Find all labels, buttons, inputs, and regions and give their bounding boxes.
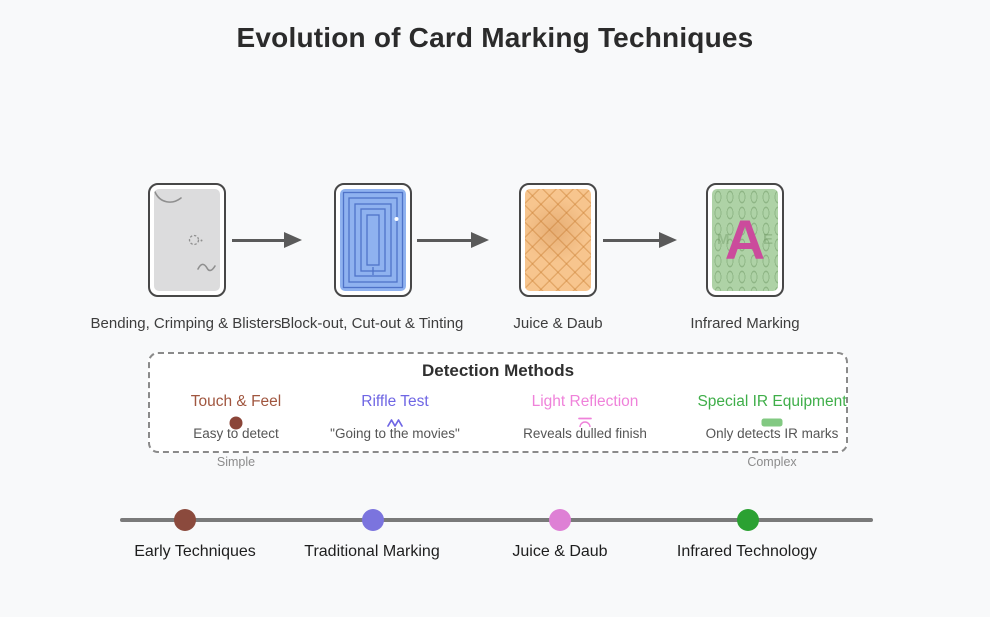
- method-description: "Going to the movies": [330, 426, 460, 441]
- card-face-orange: [525, 189, 591, 291]
- method-description: Reveals dulled finish: [523, 426, 647, 441]
- card-face-blue: [340, 189, 406, 291]
- method-name: Touch & Feel: [190, 393, 282, 410]
- page-title: Evolution of Card Marking Techniques: [236, 22, 754, 53]
- arrow-head: [284, 232, 302, 248]
- arrow-right-icon: [417, 232, 489, 248]
- arrow-shaft: [603, 238, 659, 242]
- method-light-reflection: Light Reflection Reveals dulled finish: [495, 393, 675, 442]
- dot-icon: [146, 416, 326, 429]
- arrow-head: [659, 232, 677, 248]
- timeline-label-traditional: Traditional Marking: [304, 543, 440, 560]
- arrow-right-icon: [603, 232, 677, 248]
- wear-marks-icon: [154, 191, 216, 272]
- ir-chip-icon: [682, 416, 862, 429]
- timeline-dot-juice: [549, 509, 571, 531]
- arrow-head: [471, 232, 489, 248]
- ir-watermark-left: M: [717, 230, 730, 248]
- card-face-gray: [154, 189, 220, 291]
- card-back-pattern-icon: [342, 191, 404, 289]
- method-ir-equipment: Special IR Equipment Only detects IR mar…: [682, 393, 862, 442]
- technique-label-blockout: Block-out, Cut-out & Tinting: [280, 315, 464, 332]
- arrow-shaft: [417, 238, 471, 242]
- detection-methods-title: Detection Methods: [421, 361, 575, 380]
- timeline-dot-traditional: [362, 509, 384, 531]
- timeline-label-infrared: Infrared Technology: [676, 543, 818, 560]
- card-face-green: M E A: [712, 189, 778, 291]
- timeline-dot-infrared: [737, 509, 759, 531]
- technique-label-infrared: Infrared Marking: [690, 315, 800, 332]
- method-description: Only detects IR marks: [705, 426, 839, 441]
- technique-label-juice: Juice & Daub: [513, 315, 603, 332]
- method-name: Light Reflection: [531, 393, 639, 410]
- ir-watermark-right: E: [762, 230, 773, 248]
- method-riffle-test: Riffle Test "Going to the movies": [305, 393, 485, 442]
- zigzag-icon: [305, 416, 485, 429]
- method-description: Easy to detect: [193, 426, 279, 441]
- method-name: Riffle Test: [361, 393, 429, 410]
- timeline-label-juice: Juice & Daub: [512, 543, 608, 560]
- scale-simple-label: Simple: [216, 455, 256, 469]
- arrow-right-icon: [232, 232, 302, 248]
- timeline-label-early: Early Techniques: [134, 543, 256, 560]
- method-touch-feel: Touch & Feel Easy to detect: [146, 393, 326, 442]
- detection-methods-box: [148, 352, 848, 453]
- timeline-dot-early: [174, 509, 196, 531]
- timeline-line: [120, 518, 873, 522]
- ir-mark-letter: A: [724, 208, 766, 271]
- method-name: Special IR Equipment: [697, 393, 847, 410]
- arrow-shaft: [232, 238, 284, 242]
- card-infrared: M E A: [706, 183, 784, 297]
- reflection-icon: [495, 416, 675, 429]
- card-blockout-cutout: [334, 183, 412, 297]
- card-bending-crimping: [148, 183, 226, 297]
- scale-complex-label: Complex: [747, 455, 797, 469]
- card-juice-daub: [519, 183, 597, 297]
- technique-label-bending: Bending, Crimping & Blisters: [90, 315, 282, 332]
